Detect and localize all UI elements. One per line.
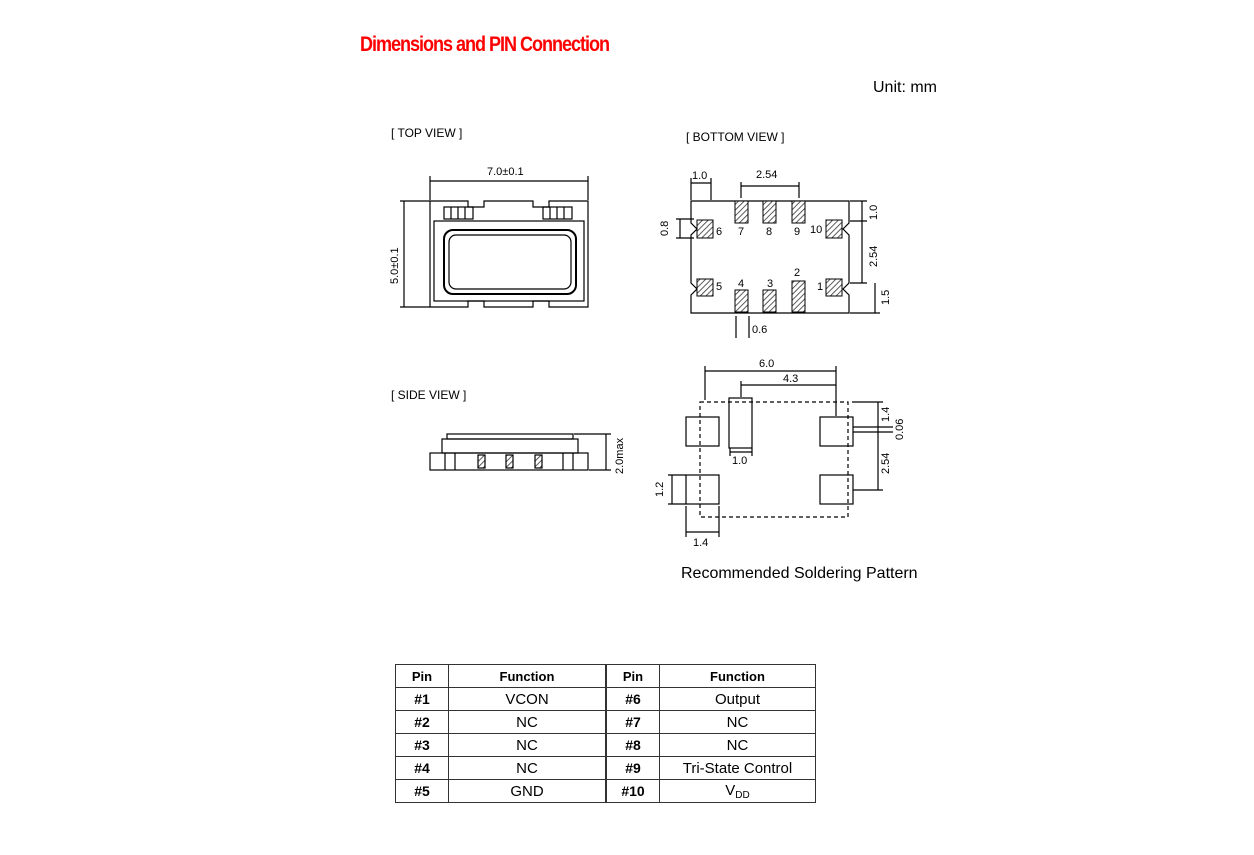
- pin-cell: #1: [395, 687, 449, 711]
- function-cell: Tri-State Control: [659, 756, 816, 780]
- solder-dim-offset: 0.06: [894, 419, 906, 440]
- pin-cell: #2: [395, 710, 449, 734]
- table-row: #3 NC #8 NC: [395, 733, 816, 757]
- dim-edge-x: 1.0: [692, 170, 707, 182]
- dim-pitch-x: 2.54: [756, 169, 777, 181]
- function-cell: NC: [448, 710, 607, 734]
- table-row: #1 VCON #6 Output: [395, 687, 816, 711]
- dim-pad-w: 0.6: [752, 324, 767, 336]
- header-function: Function: [659, 664, 816, 688]
- function-cell: GND: [448, 779, 607, 803]
- header-pin: Pin: [605, 664, 660, 688]
- pin-function-table: Pin Function Pin Function #1 VCON #6 Out…: [395, 664, 816, 803]
- solder-dim-pad-h: 1.2: [654, 482, 666, 497]
- pin-number: 9: [794, 226, 800, 238]
- header-pin: Pin: [395, 664, 449, 688]
- pin-number: 10: [810, 224, 822, 236]
- function-cell: NC: [659, 733, 816, 757]
- pin-cell: #7: [605, 710, 660, 734]
- dim-edge-y-bottom: 1.5: [880, 290, 892, 305]
- pin-cell: #5: [395, 779, 449, 803]
- solder-dim-span: 6.0: [759, 358, 774, 370]
- unit-label: Unit: mm: [873, 79, 937, 96]
- function-cell: VDD: [659, 779, 816, 803]
- solder-dim-inner: 4.3: [783, 373, 798, 385]
- solder-caption: Recommended Soldering Pattern: [681, 565, 918, 582]
- bottom-view: [676, 178, 880, 338]
- pin-number: 3: [767, 278, 773, 290]
- function-cell: NC: [448, 733, 607, 757]
- pin-cell: #10: [605, 779, 660, 803]
- pin-number: 2: [794, 267, 800, 279]
- dimension-drawing: [ TOP VIEW ] 7.0±0.1 5.0±0.1 [ BOTTOM VI…: [389, 126, 906, 549]
- table-row: #5 GND #10 VDD: [395, 779, 816, 803]
- solder-dim-pad-w-small: 1.0: [732, 455, 747, 467]
- top-view: [400, 176, 589, 308]
- bottom-pads: [696, 200, 843, 313]
- solder-dim-pad-w: 1.4: [693, 537, 708, 549]
- pin-cell: #3: [395, 733, 449, 757]
- bottom-view-label: [ BOTTOM VIEW ]: [686, 130, 784, 144]
- pin-number: 4: [738, 278, 744, 290]
- pin-number: 7: [738, 226, 744, 238]
- top-view-label: [ TOP VIEW ]: [391, 126, 462, 140]
- solder-dim-pad-top: 1.4: [880, 407, 892, 422]
- pin-cell: #6: [605, 687, 660, 711]
- solder-dim-pitch: 2.54: [880, 453, 892, 474]
- table-header-row: Pin Function Pin Function: [395, 664, 816, 688]
- header-function: Function: [448, 664, 607, 688]
- pin-number: 6: [716, 226, 722, 238]
- function-cell: Output: [659, 687, 816, 711]
- dim-pitch-y: 2.54: [868, 246, 880, 267]
- function-cell: VCON: [448, 687, 607, 711]
- function-cell: NC: [448, 756, 607, 780]
- side-view: [429, 433, 611, 471]
- pin-cell: #9: [605, 756, 660, 780]
- table-row: #4 NC #9 Tri-State Control: [395, 756, 816, 780]
- side-view-label: [ SIDE VIEW ]: [391, 388, 466, 402]
- vdd-main: V: [725, 781, 736, 799]
- pin-cell: #4: [395, 756, 449, 780]
- pin-cell: #8: [605, 733, 660, 757]
- solder-pattern: [668, 366, 893, 537]
- vdd-subscript: DD: [735, 789, 750, 801]
- pin-number: 8: [766, 226, 772, 238]
- side-height-dim: 2.0max: [614, 437, 626, 474]
- table-row: #2 NC #7 NC: [395, 710, 816, 734]
- pin-number: 5: [716, 281, 722, 293]
- dim-edge-y-top: 1.0: [868, 205, 880, 220]
- top-height-dim: 5.0±0.1: [389, 247, 401, 284]
- pin-number: 1: [817, 281, 823, 293]
- function-cell: NC: [659, 710, 816, 734]
- page-title: Dimensions and PIN Connection: [360, 33, 610, 56]
- top-width-dim: 7.0±0.1: [487, 166, 524, 178]
- dim-pad-h: 0.8: [659, 221, 671, 236]
